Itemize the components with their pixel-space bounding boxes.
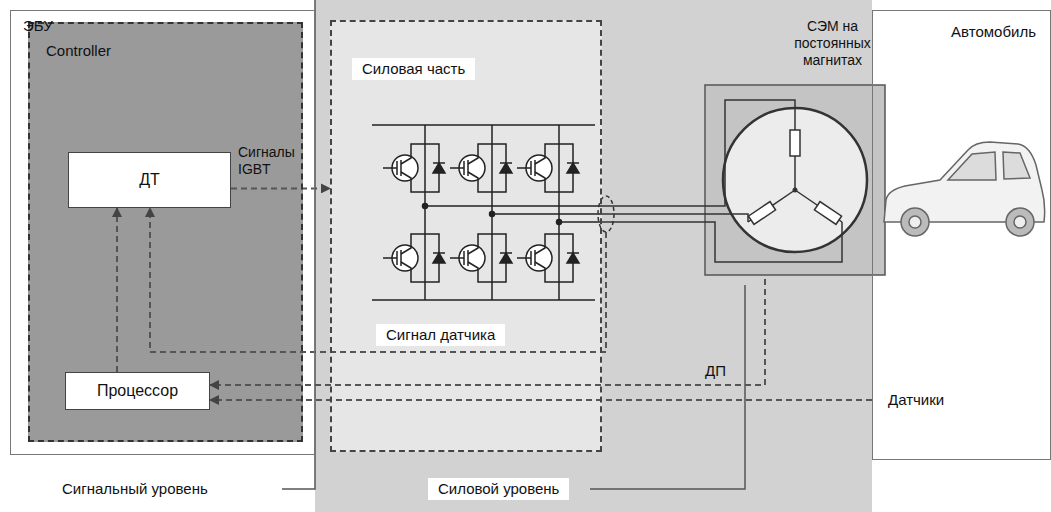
signal-connector [117, 208, 118, 372]
signal-label: Датчики [888, 391, 944, 409]
level-label: Сигнальный уровень [62, 480, 208, 498]
signal-label: Сигналы IGBT [238, 144, 300, 178]
panel-fill [68, 152, 231, 208]
signal-label: ДП [705, 362, 726, 380]
panel-fill [28, 22, 303, 442]
motor-symbol [705, 85, 885, 275]
node-text: Автомобиль [873, 23, 1050, 41]
driver-box: ДТ [68, 152, 231, 208]
panel-fill [10, 10, 315, 455]
panel-fill [330, 20, 602, 452]
signal-connector [210, 400, 872, 401]
node-text: ЭБУ [23, 17, 314, 35]
label-holder: Сигнальный уровень [62, 480, 208, 498]
level-label: Силовой уровень [428, 478, 569, 500]
phase-wires [602, 206, 705, 222]
ecu-panel: ЭБУ ControllerДТ Процессор [10, 10, 315, 455]
node-text: Силовая часть [352, 58, 475, 80]
signal-connector [150, 208, 606, 352]
processor-box: Процессор [65, 372, 210, 410]
signal-label: Сигнал датчика [376, 324, 505, 346]
label-holder: Датчики [888, 391, 944, 409]
power-stage-box: Силовая часть [330, 20, 602, 452]
node-text: Controller [46, 42, 301, 60]
node-text: ДТ [139, 170, 160, 189]
node-text: СЭМ на постоянных магнитах [775, 18, 890, 68]
signal-connector [210, 279, 765, 385]
inverter-bridge [372, 125, 602, 300]
signal-connector [231, 188, 330, 189]
panel-fill [65, 372, 210, 410]
controller-box: ControllerДТ Процессор [28, 22, 303, 442]
motor-block: СЭМ на постоянных магнитах [700, 14, 890, 279]
panel-fill [872, 10, 1051, 460]
label-holder: Сигнал датчика [376, 324, 505, 346]
level-brackets [282, 0, 745, 489]
car-illustration [884, 142, 1045, 236]
panel-fills [10, 10, 1051, 460]
node-text: Процессор [97, 381, 178, 400]
label-holder: ДП [705, 362, 726, 380]
label-holder: Силовой уровень [428, 478, 569, 500]
label-holder: Сигналы IGBT [238, 144, 300, 178]
